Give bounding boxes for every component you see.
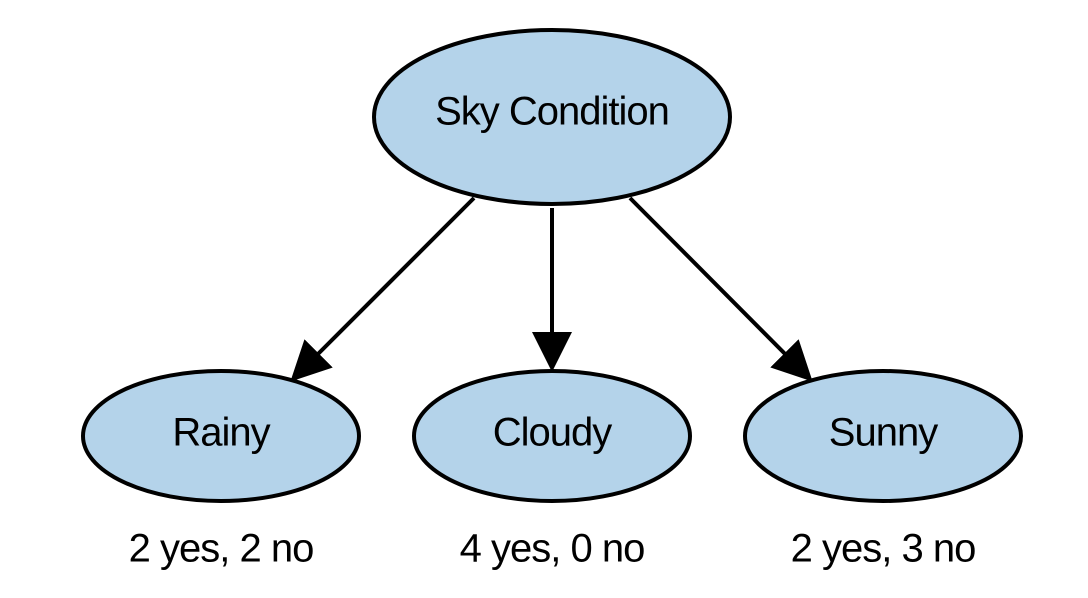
- child-node-cloudy-shape: [412, 369, 692, 503]
- child-node-cloudy-label: Cloudy: [493, 411, 613, 455]
- edge-root-to-sunny: [628, 196, 813, 382]
- child-node-cloudy-counts: 4 yes, 0 no: [460, 527, 645, 571]
- root-node-shape: [372, 28, 732, 206]
- child-node-rainy-label: Rainy: [172, 411, 270, 455]
- child-node-sunny-label: Sunny: [829, 411, 938, 455]
- child-node-rainy-counts: 2 yes, 2 no: [129, 527, 314, 571]
- child-node-rainy: Rainy: [81, 369, 361, 503]
- child-node-rainy-shape: [81, 369, 361, 503]
- root-node: Sky Condition: [372, 28, 732, 206]
- child-node-sunny: Sunny: [743, 369, 1023, 503]
- edge-root-to-rainy: [290, 196, 476, 382]
- root-node-label: Sky Condition: [435, 90, 669, 134]
- child-node-sunny-counts: 2 yes, 3 no: [791, 527, 976, 571]
- child-node-sunny-shape: [743, 369, 1023, 503]
- child-node-cloudy: Cloudy: [412, 369, 692, 503]
